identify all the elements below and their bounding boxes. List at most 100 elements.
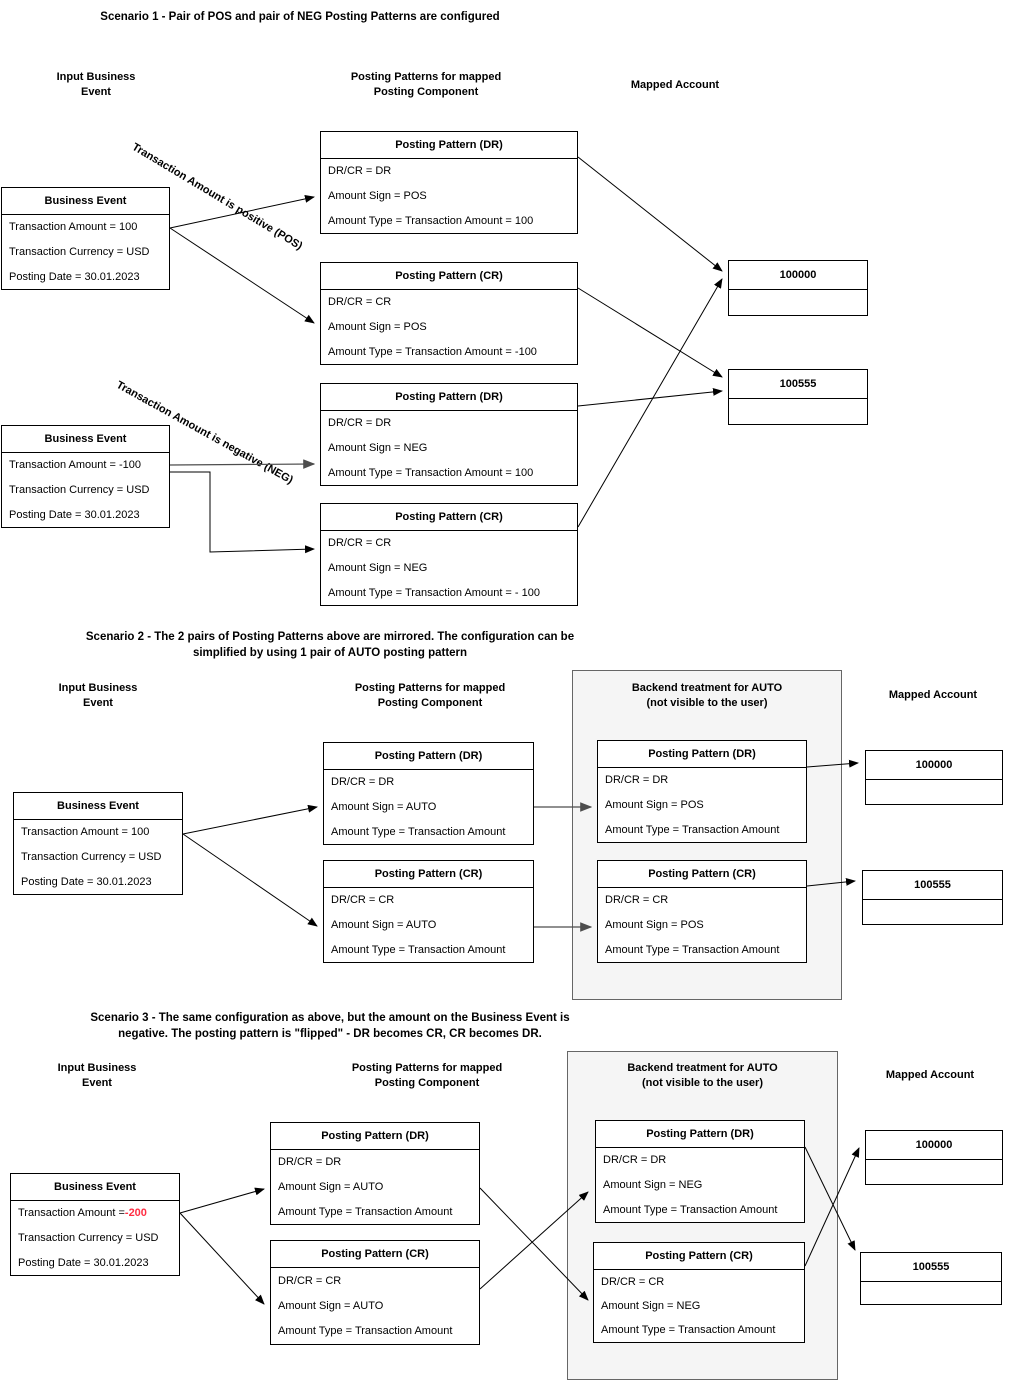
s1-header-posting-patterns: Posting Patterns for mapped Posting Comp… [350, 71, 502, 98]
s2-header-backend-treatment: Backend treatment for AUTO (not visible … [631, 682, 783, 709]
box-title: Posting Pattern (DR) [324, 743, 533, 770]
box-title: Posting Pattern (DR) [596, 1121, 804, 1148]
box-row: DR/CR = CR [331, 894, 395, 907]
scenario3-title: Scenario 3 - The same configuration as a… [90, 1012, 570, 1040]
box-row: DR/CR = CR [601, 1276, 665, 1288]
account-number: 100000 [866, 751, 1002, 780]
arrow-s2-be-to-ppcr [182, 833, 318, 927]
scenario1-title: Scenario 1 - Pair of POS and pair of NEG… [100, 11, 500, 23]
box-title: Posting Pattern (CR) [271, 1241, 479, 1268]
box-title: Posting Pattern (DR) [271, 1123, 479, 1150]
box-title: Business Event [2, 188, 169, 215]
box-row: Posting Date = 30.01.2023 [9, 508, 140, 521]
box-row: Amount Sign = NEG [601, 1300, 701, 1312]
s3-header-mapped-account: Mapped Account [885, 1069, 975, 1081]
negative-amount-value: -200 [124, 1207, 147, 1220]
box-row: Amount Type = Transaction Amount [278, 1325, 453, 1338]
box-row: Posting Date = 30.01.2023 [21, 875, 152, 888]
s1-mapped-account-100555: 100555 [728, 369, 868, 425]
box-row: DR/CR = DR [603, 1154, 667, 1167]
account-empty-cell [729, 399, 867, 424]
arrow-s1-ppdrneg-to-100555 [577, 387, 723, 407]
s2-posting-pattern-cr-box: Posting Pattern (CR) DR/CR = CR Amount S… [323, 860, 534, 963]
s2-mapped-account-100555: 100555 [862, 870, 1003, 925]
s1-posting-pattern-cr-neg-box: Posting Pattern (CR) DR/CR = CR Amount S… [320, 503, 578, 606]
box-title: Posting Pattern (CR) [324, 861, 533, 888]
s1-header-input-business-event: Input Business Event [56, 71, 136, 98]
box-row: Amount Type = Transaction Amount [603, 1203, 778, 1216]
box-row: Transaction Currency = USD [9, 246, 150, 258]
s1-posting-pattern-dr-neg-box: Posting Pattern (DR) DR/CR = DR Amount S… [320, 383, 578, 486]
arrow-s1-be-neg-to-ppcr [170, 471, 315, 554]
s1-business-event-positive-box: Business Event Transaction Amount = 100 … [1, 187, 170, 290]
box-row: Posting Date = 30.01.2023 [18, 1256, 149, 1269]
s2-mapped-account-100000: 100000 [865, 750, 1003, 805]
box-title: Business Event [2, 426, 169, 453]
box-row-negative-amount: Transaction Amount = -200 [11, 1201, 179, 1226]
s2-header-mapped-account: Mapped Account [888, 689, 978, 701]
box-row: Amount Sign = POS [328, 321, 427, 333]
arrow-s3-be-to-ppdr [179, 1187, 265, 1214]
box-title: Business Event [11, 1174, 179, 1201]
box-row: Amount Type = Transaction Amount [331, 943, 506, 956]
box-row: DR/CR = DR [278, 1156, 342, 1169]
box-row: Amount Sign = POS [328, 190, 427, 202]
box-row: Amount Type = Transaction Amount [601, 1324, 776, 1336]
s3-header-backend-treatment: Backend treatment for AUTO (not visible … [627, 1062, 778, 1089]
box-row: Amount Sign = NEG [328, 442, 428, 454]
s3-backend-posting-pattern-cr-box: Posting Pattern (CR) DR/CR = CR Amount S… [593, 1242, 805, 1343]
box-title: Posting Pattern (CR) [598, 861, 806, 888]
arrow-s1-be-neg-to-ppdr [169, 459, 316, 469]
s2-posting-pattern-dr-box: Posting Pattern (DR) DR/CR = DR Amount S… [323, 742, 534, 845]
box-row: Transaction Amount = 100 [9, 221, 138, 234]
box-row: Amount Sign = POS [605, 919, 704, 931]
account-number: 100000 [729, 261, 867, 290]
s3-business-event-box: Business Event Transaction Amount = -200… [10, 1173, 180, 1276]
box-row: DR/CR = DR [331, 776, 395, 789]
box-row: Amount Type = Transaction Amount [605, 823, 780, 836]
box-row: Transaction Amount = 100 [21, 826, 150, 839]
box-row: DR/CR = CR [328, 537, 392, 550]
box-row: DR/CR = DR [605, 774, 669, 787]
box-row: Transaction Currency = USD [18, 1232, 159, 1244]
box-row: DR/CR = CR [278, 1274, 342, 1287]
box-title: Posting Pattern (CR) [321, 263, 577, 290]
box-title: Business Event [14, 793, 182, 820]
arrow-s1-ppcrneg-to-100000 [577, 278, 723, 528]
box-row: Amount Type = Transaction Amount = -100 [328, 345, 537, 358]
arrow-s1-ppdrpos-to-100000 [577, 156, 723, 272]
box-row: Amount Type = Transaction Amount [605, 943, 780, 956]
s3-mapped-account-100000: 100000 [865, 1130, 1003, 1185]
account-empty-cell [866, 780, 1002, 804]
box-title: Posting Pattern (CR) [594, 1243, 804, 1270]
account-number: 100555 [861, 1253, 1001, 1282]
arrow-s3-be-to-ppcr [179, 1212, 265, 1305]
box-row: Amount Sign = AUTO [278, 1299, 384, 1312]
account-empty-cell [861, 1282, 1001, 1304]
account-empty-cell [866, 1160, 1002, 1184]
s1-mapped-account-100000: 100000 [728, 260, 868, 316]
box-title: Posting Pattern (DR) [321, 384, 577, 411]
s3-backend-posting-pattern-dr-box: Posting Pattern (DR) DR/CR = DR Amount S… [595, 1120, 805, 1223]
box-row: Transaction Currency = USD [9, 484, 150, 496]
account-number: 100555 [863, 871, 1002, 900]
box-title: Posting Pattern (CR) [321, 504, 577, 531]
s1-posting-pattern-dr-pos-box: Posting Pattern (DR) DR/CR = DR Amount S… [320, 131, 578, 234]
s2-header-input-business-event: Input Business Event [58, 682, 138, 709]
s1-posting-pattern-cr-pos-box: Posting Pattern (CR) DR/CR = CR Amount S… [320, 262, 578, 365]
arrow-s1-ppcrpos-to-100555 [577, 287, 723, 378]
s2-backend-posting-pattern-cr-box: Posting Pattern (CR) DR/CR = CR Amount S… [597, 860, 807, 963]
s2-header-posting-patterns: Posting Patterns for mapped Posting Comp… [354, 682, 506, 709]
box-row: Amount Sign = NEG [603, 1179, 703, 1191]
s3-header-input-business-event: Input Business Event [57, 1062, 137, 1089]
s1-header-mapped-account: Mapped Account [630, 79, 720, 91]
box-row: DR/CR = CR [605, 894, 669, 907]
box-row: Transaction Currency = USD [21, 851, 162, 863]
box-row: Amount Sign = AUTO [278, 1181, 384, 1193]
box-row: Amount Type = Transaction Amount [278, 1205, 453, 1218]
box-row: DR/CR = DR [328, 417, 392, 430]
box-row: Transaction Amount = -100 [9, 459, 141, 472]
box-row: Amount Sign = AUTO [331, 919, 437, 931]
box-row: Amount Sign = AUTO [331, 801, 437, 813]
